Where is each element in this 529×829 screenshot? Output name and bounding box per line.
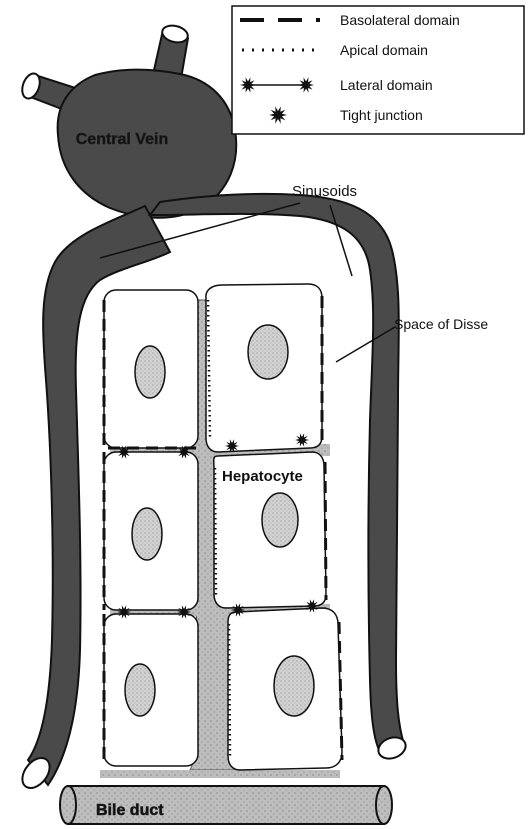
hepatocyte-cell	[104, 290, 198, 448]
legend-label-lateral: Lateral domain	[340, 77, 433, 93]
legend: Basolateral domain Apical domain Lateral…	[232, 6, 524, 134]
bile-duct-label: Bile duct	[96, 802, 164, 819]
central-vein-label: Central Vein	[76, 131, 168, 148]
legend-label-basolateral: Basolateral domain	[340, 12, 460, 28]
legend-label-apical: Apical domain	[340, 42, 428, 58]
hepatocyte-cell	[228, 608, 342, 770]
nucleus	[125, 664, 155, 716]
bile-duct-left-end	[60, 786, 76, 824]
hepatocyte-cell	[206, 284, 322, 452]
central-vein	[19, 23, 236, 218]
space-of-disse-label: Space of Disse	[394, 316, 488, 332]
nucleus	[274, 656, 314, 716]
bile-duct-right-end	[376, 786, 392, 824]
hepatocyte-cell	[104, 614, 198, 766]
sinusoids-label: Sinusoids	[292, 183, 357, 200]
nucleus	[262, 493, 298, 547]
bile-base	[100, 770, 340, 778]
hepatocyte-cell	[104, 452, 198, 610]
legend-label-tight-junction: Tight junction	[340, 107, 423, 123]
hepatocyte-label: Hepatocyte	[222, 468, 303, 485]
nucleus	[132, 508, 162, 560]
nucleus	[135, 346, 165, 398]
nucleus	[248, 325, 288, 379]
